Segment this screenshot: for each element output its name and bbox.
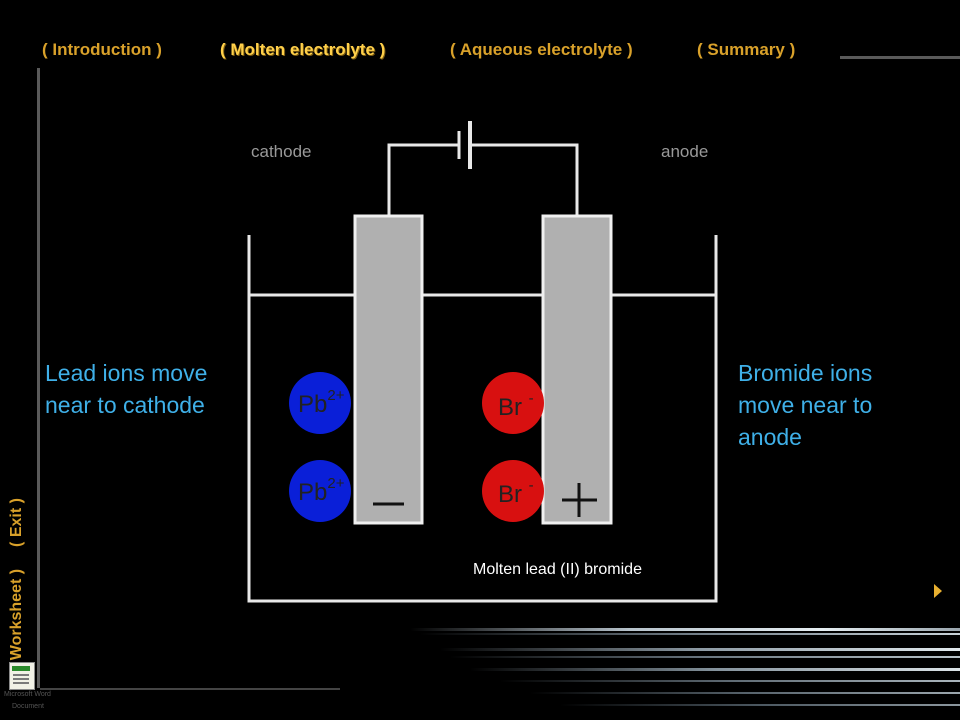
lead-ion <box>289 372 351 434</box>
doc-icon-line <box>13 682 29 684</box>
ion-symbol: Br <box>498 481 522 508</box>
ion-charge: - <box>528 477 534 494</box>
light-streak <box>560 704 960 706</box>
doc-icon-line <box>13 678 29 680</box>
word-document-icon[interactable] <box>9 662 35 690</box>
doc-icon-band <box>12 666 30 671</box>
light-streak <box>440 648 960 651</box>
light-streak <box>500 680 960 682</box>
bromide-ions-caption: Bromide ions move near to anode <box>738 357 872 453</box>
ion-charge: 2+ <box>327 475 345 492</box>
ion-symbol: Pb <box>298 391 328 418</box>
light-streak <box>470 668 960 671</box>
frame-line-bottom <box>40 688 340 690</box>
bromide-ions-caption-line: move near to <box>738 392 873 418</box>
ion-charge: - <box>528 390 534 407</box>
ion-symbol: Br <box>498 394 522 421</box>
circuit-wire-right <box>470 143 579 216</box>
bromide-ion-label: Br - <box>498 390 534 422</box>
lead-ions-caption: Lead ions move near to cathode <box>45 357 207 421</box>
ion-charge: 2+ <box>327 387 345 404</box>
lead-ion <box>289 460 351 522</box>
nav-summary[interactable]: ( Summary ) <box>697 40 796 59</box>
cathode-electrode <box>353 214 424 525</box>
lead-ion-label: Pb2+ <box>298 387 345 419</box>
light-streak <box>420 633 960 635</box>
bromide-ion <box>482 372 544 434</box>
bromide-ions-caption-line: Bromide ions <box>738 360 873 386</box>
light-streak <box>530 692 960 694</box>
bromide-ion <box>482 460 544 522</box>
lead-ion-label: Pb2+ <box>298 475 345 507</box>
electrolyte-label: Molten lead (II) bromide <box>473 561 642 578</box>
cathode-label: cathode <box>251 142 312 161</box>
next-arrow-icon[interactable] <box>934 584 942 598</box>
lead-ions-caption-line: Lead ions move <box>45 360 208 386</box>
doc-icon-caption: Document <box>12 703 44 710</box>
light-streak <box>410 628 960 631</box>
beaker-outline <box>247 235 718 603</box>
nav-molten-electrolyte[interactable]: ( Molten electrolyte ) <box>220 40 386 59</box>
circuit-wire-left <box>387 143 459 216</box>
doc-icon-line <box>13 674 29 676</box>
anode-electrode <box>541 214 613 525</box>
doc-icon-caption: Microsoft Word <box>4 691 51 698</box>
nav-introduction[interactable]: ( Introduction ) <box>42 40 162 59</box>
ion-symbol: Pb <box>298 479 328 506</box>
frame-line-left <box>37 68 40 688</box>
bromide-ion-label: Br - <box>498 477 534 509</box>
nav-aqueous-electrolyte[interactable]: ( Aqueous electrolyte ) <box>450 40 633 59</box>
frame-line-top <box>840 56 960 59</box>
bromide-ions-caption-line: anode <box>738 424 802 450</box>
anode-label: anode <box>661 142 709 161</box>
lead-ions-caption-line: near to cathode <box>45 392 205 418</box>
light-streak <box>450 656 960 658</box>
